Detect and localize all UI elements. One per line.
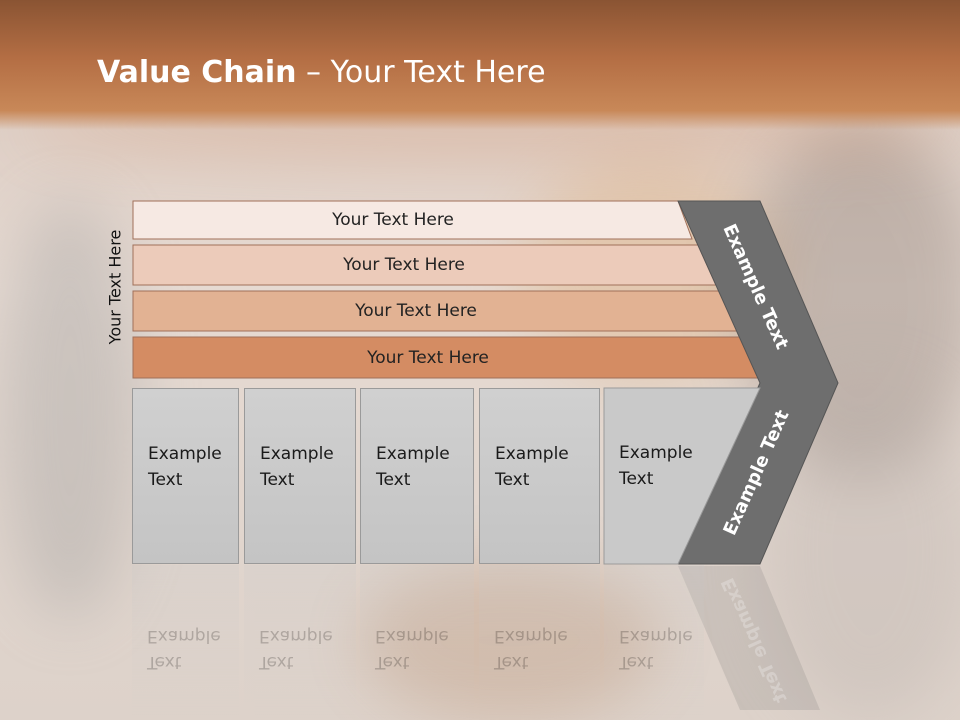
reflection-text: Text Example — [619, 623, 704, 675]
reflection-text: Text Example — [494, 623, 589, 675]
title-bold: Value Chain — [97, 55, 297, 90]
box-reflection: Text Example — [604, 565, 704, 720]
box-reflection: Text Example — [244, 565, 356, 720]
box-reflection: Text Example — [132, 565, 239, 720]
margin-arrow-reflection — [678, 566, 820, 710]
reflection-text: Text Example — [147, 623, 239, 675]
box-reflection: Text Example — [479, 565, 600, 720]
box-line2: Text — [260, 470, 295, 490]
refl-line: Text — [375, 652, 410, 672]
reflection-text: Text Example — [259, 623, 354, 675]
background-blur — [360, 560, 660, 720]
band-label-4: Your Text Here — [367, 347, 489, 368]
refl-line: Example — [259, 626, 333, 646]
box-line1: Example — [619, 443, 693, 463]
band-label-2: Your Text Here — [343, 255, 465, 275]
band-1 — [132, 200, 693, 240]
band-label-1: Your Text Here — [332, 210, 454, 230]
refl-line: Example — [147, 626, 221, 646]
refl-line: Example — [375, 626, 449, 646]
box-line1: Example — [495, 444, 569, 464]
margin-arrow — [677, 200, 839, 565]
box-line2: Text — [619, 469, 654, 489]
box-reflection: Text Example — [360, 565, 474, 720]
primary-box-5-shape — [603, 387, 761, 565]
background-blur — [0, 200, 140, 620]
reflection-text: Text Example — [375, 623, 470, 675]
band-label-3: Your Text Here — [355, 301, 477, 321]
title-rest: – Your Text Here — [296, 55, 546, 90]
box-line1: Example — [148, 444, 222, 464]
box-line1: Example — [260, 444, 334, 464]
refl-line: Text — [619, 652, 654, 672]
box-line2: Text — [148, 470, 183, 490]
box-line2: Text — [495, 470, 530, 490]
box-line1: Example — [376, 444, 450, 464]
header-bar — [0, 0, 960, 130]
refl-line: Example — [494, 626, 568, 646]
box-line2: Text — [376, 470, 411, 490]
refl-line: Text — [147, 652, 182, 672]
refl-line: Example — [619, 626, 693, 646]
refl-line: Text — [259, 652, 294, 672]
refl-line: Text — [494, 652, 529, 672]
slide-title: Value Chain – Your Text Here — [97, 55, 546, 90]
